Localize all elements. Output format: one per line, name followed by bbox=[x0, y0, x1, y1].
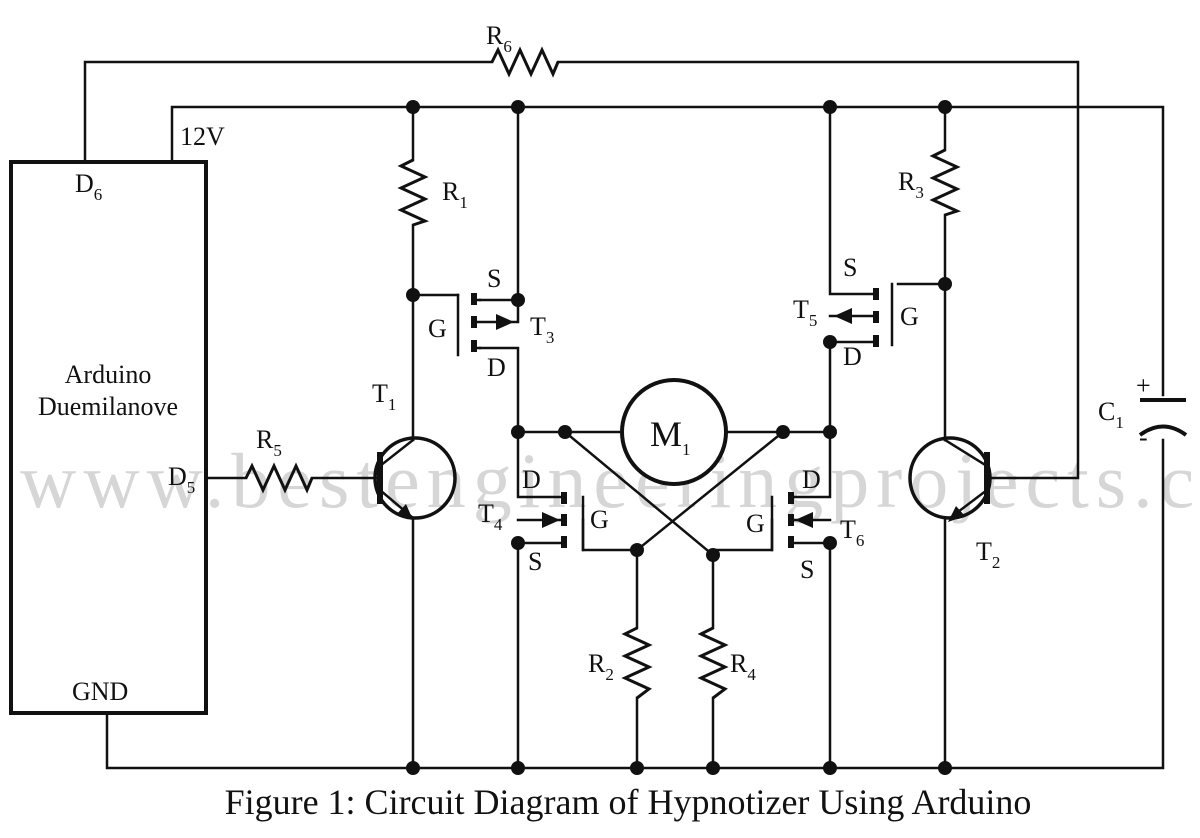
label-t6: T6 bbox=[840, 515, 864, 550]
board-name-line2: Duemilanove bbox=[38, 392, 178, 421]
label-m1: M1 bbox=[650, 414, 691, 459]
label-c1: C1 bbox=[1098, 397, 1124, 432]
junction-dots bbox=[406, 100, 952, 775]
t3-pin-d: D bbox=[487, 353, 506, 382]
t4-pin-g: G bbox=[590, 505, 609, 534]
t3-pin-g: G bbox=[428, 314, 447, 343]
resistor-r2 bbox=[621, 626, 653, 700]
t6-pin-g: G bbox=[746, 509, 765, 538]
label-r5: R5 bbox=[256, 425, 282, 460]
label-r2: R2 bbox=[588, 649, 614, 684]
watermark: www.bestengineeringprojects.com bbox=[20, 437, 1200, 524]
c1-plus-sign: + bbox=[1136, 371, 1151, 400]
t5-pin-s: S bbox=[843, 253, 857, 282]
resistor-r1 bbox=[397, 158, 430, 227]
label-r6: R6 bbox=[486, 21, 512, 56]
t6-pin-s: S bbox=[800, 555, 814, 584]
pin-label-gnd: GND bbox=[72, 677, 128, 706]
t5-pin-g: G bbox=[900, 302, 919, 331]
board-name-line1: Arduino bbox=[65, 360, 152, 389]
transistor-t3 bbox=[456, 293, 520, 357]
t6-pin-d: D bbox=[802, 465, 821, 494]
transistor-t2 bbox=[908, 436, 1017, 522]
label-t2: T2 bbox=[976, 537, 1000, 572]
transistor-t5 bbox=[828, 282, 894, 347]
label-r4: R4 bbox=[730, 649, 756, 684]
label-t5: T5 bbox=[793, 295, 817, 330]
resistor-r4 bbox=[697, 626, 729, 700]
label-r1: R1 bbox=[442, 177, 468, 212]
resistor-r3 bbox=[929, 148, 962, 217]
transistor-t4 bbox=[516, 492, 585, 552]
t4-pin-s: S bbox=[528, 547, 542, 576]
t5-pin-d: D bbox=[843, 342, 862, 371]
label-r3: R3 bbox=[898, 167, 924, 202]
transistor-t6 bbox=[770, 492, 832, 552]
pin-label-d6: D6 bbox=[75, 169, 102, 204]
figure-caption: Figure 1: Circuit Diagram of Hypnotizer … bbox=[225, 782, 1032, 822]
resistor-r6 bbox=[490, 46, 560, 78]
t3-pin-s: S bbox=[487, 264, 501, 293]
t4-pin-d: D bbox=[522, 465, 541, 494]
motor-m1 bbox=[620, 378, 728, 486]
resistor-r5 bbox=[244, 462, 314, 494]
label-t1: T1 bbox=[372, 379, 396, 414]
supply-label: 12V bbox=[180, 122, 225, 151]
label-t4: T4 bbox=[478, 499, 503, 534]
transistor-t1 bbox=[373, 436, 457, 520]
label-t3: T3 bbox=[530, 312, 554, 347]
pin-label-d5: D5 bbox=[168, 462, 195, 497]
capacitor-c1 bbox=[1138, 398, 1188, 437]
arduino-board bbox=[9, 160, 208, 715]
c1-minus-sign: - bbox=[1139, 423, 1148, 452]
